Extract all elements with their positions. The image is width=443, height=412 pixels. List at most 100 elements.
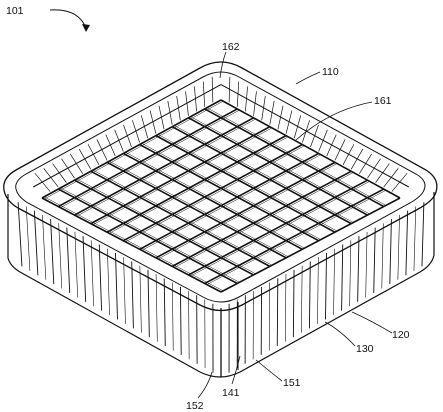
grid-bar-a-edge: [174, 125, 354, 223]
grid-bar-b-edge: [60, 109, 240, 208]
wall-slat-right: [301, 265, 303, 333]
wall-slat-left: [107, 248, 110, 316]
grid-bar-b-edge: [190, 181, 370, 277]
grid-bar-b-edge: [76, 118, 256, 217]
grid-bar-b: [171, 170, 352, 268]
wall-slat-left: [188, 291, 190, 360]
leader-151: [255, 359, 283, 382]
inner-band-left: [32, 84, 222, 188]
wall-slat-right: [357, 236, 360, 302]
label-141: 141: [222, 387, 240, 399]
inner-slats: [32, 76, 410, 192]
wall-slat-left: [115, 252, 118, 320]
grid-bar-a: [106, 161, 287, 259]
grid-bar-a: [57, 188, 238, 285]
wall-slat-right: [365, 231, 368, 298]
wall-slat-left: [131, 261, 134, 329]
grid-bar-b: [122, 143, 303, 242]
label-110: 110: [322, 66, 339, 78]
wall-slat-left: [179, 286, 182, 355]
label-152: 152: [186, 400, 204, 412]
grid-bar-a-edge: [206, 107, 386, 206]
grid-bar-b: [188, 179, 368, 276]
wall-slat-left: [139, 265, 142, 333]
wall-slat-right: [373, 227, 376, 293]
grid-bar-a: [220, 99, 401, 199]
label-162: 162: [222, 41, 240, 53]
wall-slat-left: [33, 210, 39, 276]
wall-slat-left: [147, 269, 150, 338]
grid-bar-a-edge: [92, 169, 273, 266]
grid-bar-a-edge: [109, 160, 289, 257]
leader-120: [351, 311, 393, 334]
wall-slat-left: [82, 236, 87, 302]
leader-141: [231, 355, 241, 385]
grid-bar-b: [74, 117, 254, 216]
wall-slat-left: [66, 227, 71, 293]
label-151: 151: [283, 377, 301, 389]
wall-slat-right: [397, 214, 400, 280]
inner-band-right: [220, 84, 410, 188]
grid-bar-b: [139, 152, 320, 250]
wall-slat-right: [405, 210, 409, 276]
grid-bar-b: [204, 188, 385, 285]
wall-slat-right: [333, 248, 335, 316]
label-120: 120: [392, 329, 410, 341]
arrow-101: [49, 9, 87, 29]
wall-slat-right: [341, 244, 344, 311]
wall-slat-left: [74, 231, 78, 298]
label-161: 161: [374, 95, 392, 107]
grid-bar-b: [41, 99, 222, 199]
wall-slat-right: [381, 223, 384, 289]
wall-slat-right: [421, 202, 425, 267]
leader-161: [295, 101, 373, 141]
wall-slat-left: [172, 282, 174, 351]
grid-bar-a: [74, 179, 254, 276]
grid-bar-a: [122, 152, 303, 250]
wall-slat-left: [98, 244, 103, 311]
wall-slat-left: [163, 278, 166, 347]
grid-bar-a: [139, 143, 320, 242]
grid-bar-a: [188, 117, 368, 216]
wall-slat-left: [123, 257, 126, 324]
leader-152: [197, 371, 213, 399]
grid-bar-b: [155, 161, 336, 259]
grid-bar-b-edge: [92, 127, 273, 225]
grid-bar-a: [90, 170, 271, 268]
grid-bar-a-edge: [60, 187, 240, 283]
wall-slat-right: [325, 252, 327, 320]
grid-bar-a-edge: [125, 152, 305, 249]
wall-slat-right: [308, 261, 311, 329]
grid-bar-a: [204, 108, 385, 208]
grid-floor: [41, 99, 401, 293]
leader-162: [219, 51, 227, 79]
wall-slat-right: [413, 206, 417, 271]
wall-slat-right: [349, 240, 352, 307]
wall-slat-right: [317, 257, 319, 324]
top-rim-inner: [15, 71, 426, 303]
grid-bar-a-edge: [190, 116, 370, 215]
grid-bar-b-edge: [109, 136, 289, 234]
grid-bar-b: [220, 197, 401, 293]
wall-slat-left: [50, 219, 55, 285]
label-130: 130: [356, 343, 374, 355]
label-101: 101: [6, 5, 24, 17]
grid-bar-a-edge: [76, 178, 256, 275]
wall-slat-right: [292, 269, 295, 338]
wall-slat-left: [58, 223, 63, 289]
grid-bar-a: [171, 126, 352, 225]
top-rim-outer: [3, 61, 438, 312]
wall-slat-right: [389, 219, 392, 285]
grid-bar-a: [41, 197, 222, 293]
grid-bar-b-edge: [174, 172, 354, 268]
wall-slat-left: [155, 274, 158, 342]
grid-bar-b: [57, 108, 238, 208]
side-walls: [17, 202, 425, 377]
bottom-edge-left: [7, 192, 435, 378]
wall-slat-left: [90, 240, 94, 307]
arrow-101-head: [82, 24, 90, 32]
grid-bar-b-edge: [141, 154, 321, 251]
grid-bar-b-edge: [157, 163, 338, 260]
grid-bar-b-edge: [125, 145, 305, 243]
